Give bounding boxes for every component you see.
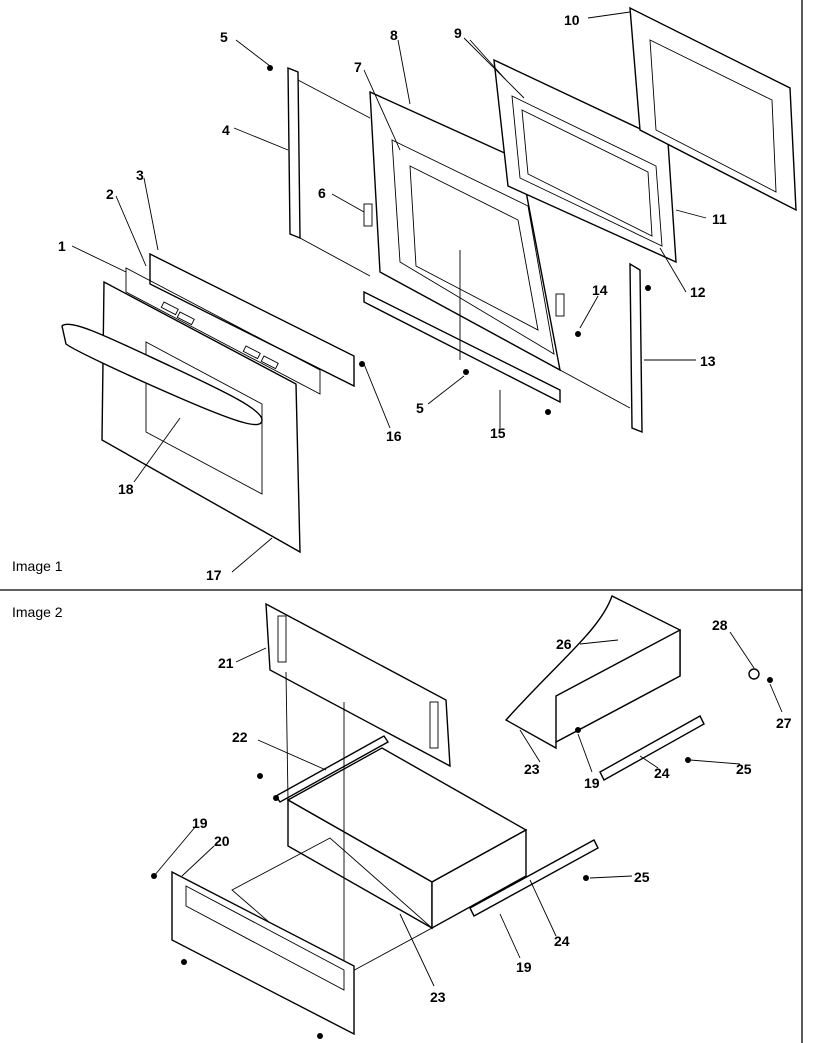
screw: [575, 331, 581, 337]
callout-label: 19: [516, 959, 532, 975]
screw: [463, 369, 469, 375]
oven-door-assembly: [61, 6, 797, 554]
left-door-channel: [287, 66, 301, 240]
image2-leaders: [153, 631, 783, 987]
screw: [257, 773, 263, 779]
screw: [685, 757, 691, 763]
callout-label: 21: [218, 655, 234, 671]
assembly-line: [297, 79, 371, 119]
callout-label: 5: [220, 29, 228, 45]
callout-label: 19: [584, 775, 600, 791]
door-outer-panel: [101, 280, 301, 554]
callout-label: 11: [712, 211, 727, 227]
back-panel-slots: [277, 615, 287, 663]
vent-slot: [160, 301, 179, 316]
callout-label: 17: [206, 567, 222, 583]
assembly-line: [285, 671, 289, 801]
callout-label: 3: [136, 167, 144, 183]
glass-pane: [511, 95, 663, 247]
callout-label: 9: [454, 25, 462, 41]
drawer-front: [171, 870, 355, 1036]
screw: [767, 677, 773, 683]
callout-label: 28: [712, 617, 728, 633]
vent-trim: [149, 252, 355, 388]
callout-label: 8: [390, 27, 398, 43]
door-handle: [61, 323, 263, 426]
screw: [317, 1033, 323, 1039]
screw: [645, 285, 651, 291]
drawer-glide: [469, 839, 599, 917]
callout-label: 10: [564, 12, 580, 28]
liner-opening: [391, 139, 555, 355]
vent-slot: [242, 345, 261, 360]
callout-label: 4: [222, 122, 230, 138]
image2-caption: Image 2: [12, 604, 63, 620]
callout-label: 22: [232, 729, 248, 745]
callout-label: 15: [490, 425, 506, 441]
detail-side-panel: [555, 628, 681, 744]
callout-label: 24: [654, 765, 670, 781]
detail-glide: [599, 715, 705, 781]
callout-label: 1: [58, 238, 66, 254]
vent-slot: [176, 311, 195, 326]
right-door-channel: [629, 262, 643, 434]
drawer-back-panel: [265, 602, 451, 768]
hinge-slot: [363, 203, 373, 227]
screw: [181, 959, 187, 965]
back-panel-slots: [429, 701, 439, 749]
drawer-front-grip: [185, 885, 345, 991]
callout-label: 23: [430, 989, 446, 1005]
callout-label: 12: [690, 284, 706, 300]
door-frame-top: [629, 6, 797, 212]
drawer-side-rail: [274, 735, 390, 803]
screw: [267, 65, 273, 71]
callout-label: 6: [318, 185, 326, 201]
callout-label: 27: [776, 715, 792, 731]
image1-caption: Image 1: [12, 558, 63, 574]
callout-label: 7: [354, 59, 362, 75]
assembly-line: [299, 237, 371, 277]
glass-pane-inner: [521, 109, 653, 237]
glass-frame: [493, 58, 677, 264]
drawer-right-side: [431, 828, 527, 930]
screw: [583, 875, 589, 881]
callout-label: 14: [592, 282, 608, 298]
door-window: [145, 341, 263, 495]
screw: [575, 727, 581, 733]
callout-label: 16: [386, 428, 402, 444]
callout-label: 19: [192, 815, 208, 831]
screw: [545, 409, 551, 415]
callout-label: 20: [214, 833, 230, 849]
drawer-assembly: [151, 595, 773, 1039]
callout-label: 2: [106, 186, 114, 202]
vent-bracket: [125, 267, 321, 395]
callout-label: 25: [634, 869, 650, 885]
callout-label: 23: [524, 761, 540, 777]
callout-label: 25: [736, 761, 752, 777]
frame-opening: [649, 39, 777, 193]
screw: [273, 795, 279, 801]
callout-label: 24: [554, 933, 570, 949]
callout-label: 18: [118, 481, 134, 497]
screw: [359, 361, 365, 367]
bottom-rail: [363, 290, 561, 404]
callout-label: 26: [556, 636, 572, 652]
hinge-slot: [555, 293, 565, 317]
image1-leaders: [71, 11, 707, 573]
vent-slot: [260, 355, 279, 370]
callout-label: 13: [700, 353, 716, 369]
detail-roller: [748, 668, 760, 680]
assembly-line: [559, 369, 631, 409]
callout-label: 5: [416, 400, 424, 416]
liner-glass: [409, 165, 539, 331]
